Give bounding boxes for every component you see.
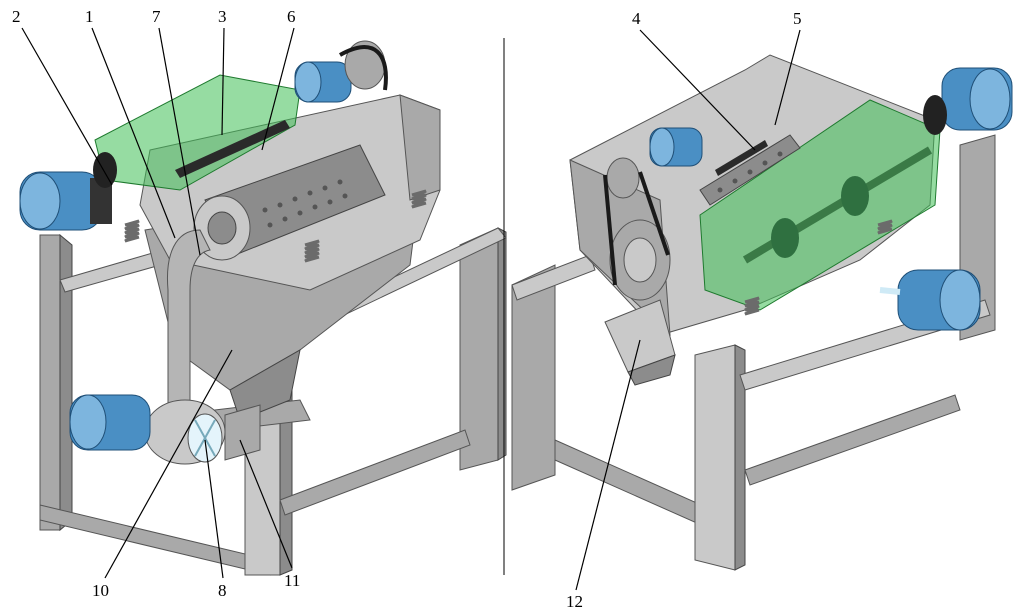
fan-impeller-icon	[144, 399, 261, 465]
leader-lines	[21, 27, 801, 591]
label-1: 1	[85, 7, 94, 26]
vibration-spring-icon-2	[744, 219, 893, 316]
left-view	[19, 40, 507, 576]
label-8: 8	[218, 581, 227, 600]
label-7: 7	[152, 7, 161, 26]
left-drum	[193, 144, 386, 261]
vibration-spring-icon	[124, 189, 427, 263]
electric-motor-icon-4	[649, 127, 703, 167]
belt-drive-icon-2	[603, 157, 671, 301]
right-view	[511, 54, 1013, 571]
callouts: 2 1 7 3 6 4 5 10 8 11 12	[12, 7, 802, 611]
electric-motor-icon-5	[923, 67, 1013, 135]
label-5: 5	[793, 9, 802, 28]
label-6: 6	[287, 7, 296, 26]
label-12: 12	[566, 592, 583, 611]
electric-motor-icon-2	[294, 40, 386, 103]
right-green-cover	[699, 99, 941, 311]
label-11: 11	[284, 571, 300, 590]
left-blade-strip	[175, 120, 290, 178]
label-3: 3	[218, 7, 227, 26]
label-4: 4	[632, 9, 641, 28]
electric-motor-icon-6	[879, 269, 981, 331]
label-2: 2	[12, 7, 21, 26]
label-10: 10	[92, 581, 109, 600]
electric-motor-icon-3	[69, 394, 151, 451]
right-shaft	[742, 146, 933, 264]
electric-motor-icon	[19, 171, 112, 231]
belt-drive-icon	[93, 45, 388, 188]
